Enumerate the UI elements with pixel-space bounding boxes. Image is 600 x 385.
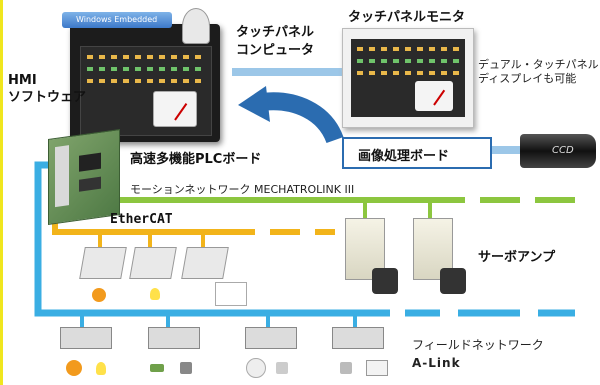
ccd-camera: CCD	[520, 134, 596, 168]
fitting-device-icon	[276, 362, 288, 374]
left-accent-border	[0, 0, 3, 385]
connector-device-icon	[180, 362, 192, 374]
servo-amp-label: サーボアンプ	[478, 250, 556, 265]
valve-device-icon	[246, 358, 266, 378]
touch-panel-monitor-label: タッチパネルモニタ	[348, 10, 466, 25]
dial-knob	[182, 8, 210, 44]
orange-device-icon	[66, 360, 82, 376]
ethercat-label: EtherCAT	[110, 212, 173, 227]
display-device-icon	[366, 360, 388, 376]
motion-network-label: モーションネットワーク MECHATROLINK III	[130, 183, 355, 196]
alink-io-module	[60, 327, 112, 349]
touch-panel-computer-label: タッチパネル コンピュータ	[236, 25, 315, 58]
field-network-label: フィールドネットワーク A-Link	[412, 338, 544, 370]
alink-io-module	[245, 327, 297, 349]
sensor-device-icon	[215, 282, 247, 306]
ethercat-module	[129, 247, 177, 279]
servo-motor	[440, 268, 466, 294]
monitor-gauge-icon	[415, 81, 453, 111]
hmi-label: HMI ソフトウェア	[8, 73, 87, 105]
image-to-hmi-arrow	[238, 86, 344, 144]
bulb-device-icon	[150, 288, 160, 300]
alink-io-module	[332, 327, 384, 349]
ethercat-module	[79, 247, 127, 279]
windows-embedded-badge: Windows Embedded	[62, 12, 172, 28]
module-device-icon	[340, 362, 352, 374]
alink-io-module	[148, 327, 200, 349]
gauge-icon	[153, 91, 197, 127]
servo-motor	[372, 268, 398, 294]
touch-panel-monitor	[342, 28, 474, 128]
image-processing-board: 画像処理ボード	[342, 137, 492, 169]
plc-board	[48, 128, 120, 226]
computer-screen	[80, 46, 212, 136]
plc-board-label: 高速多機能PLCボード	[130, 152, 262, 167]
dual-display-note: デュアル・タッチパネル ディスプレイも可能	[478, 58, 599, 85]
ethercat-module	[181, 247, 229, 279]
touch-panel-computer: Windows Embedded	[62, 8, 220, 142]
bulb-device-icon	[96, 362, 106, 375]
lamp-device-icon	[92, 288, 106, 302]
switch-device-icon	[150, 364, 164, 372]
